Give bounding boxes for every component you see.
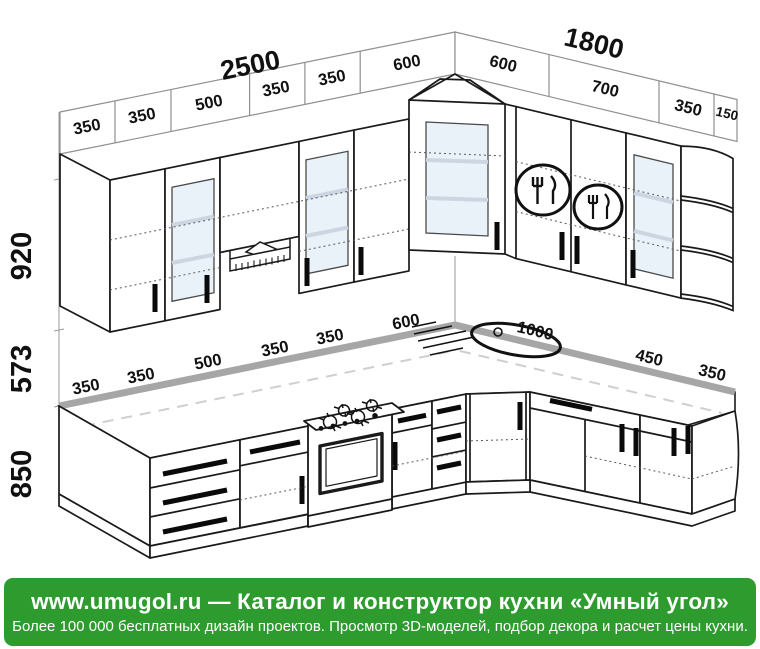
base-door-unit-right xyxy=(639,414,693,515)
banner-title[interactable]: www.umugol.ru — Каталог и конструктор ку… xyxy=(31,589,729,614)
dim-upper-left-2: 500 xyxy=(194,92,225,115)
corner-glass-pane xyxy=(425,121,489,237)
dim-upper-left-5: 600 xyxy=(392,52,423,75)
dim-height-gap: 573 xyxy=(6,345,38,393)
dim-counter-left-4: 350 xyxy=(315,326,346,349)
base-cabinets-corner-right xyxy=(465,391,740,527)
dim-counter-left-0: 350 xyxy=(71,376,102,399)
dim-upper-right-0: 600 xyxy=(488,52,519,76)
wall-door-handles-right xyxy=(559,232,636,278)
glass-shelf-strips-left xyxy=(171,187,349,265)
dim-upper-left-4: 350 xyxy=(317,67,348,90)
dim-upper-right-3: 150 xyxy=(714,104,739,124)
dim-upper-left-3: 350 xyxy=(261,78,292,101)
cutlery-plate-icon xyxy=(572,183,624,231)
corner-glass-shelf-strips xyxy=(425,158,489,202)
dim-counter-left-5: 600 xyxy=(391,311,422,334)
stove xyxy=(303,402,405,528)
wall-cabinets-left xyxy=(59,118,410,333)
glass-pane-right xyxy=(633,153,674,280)
dim-total-right: 1800 xyxy=(561,22,626,65)
shelf-dotted-lines-left xyxy=(109,178,410,291)
dim-counter-right-1: 450 xyxy=(634,346,665,370)
dim-counter-right-2: 350 xyxy=(697,361,728,385)
plinth xyxy=(465,479,531,495)
banner-subtitle: Более 100 000 бесплатных дизайн проектов… xyxy=(12,618,748,635)
plinth xyxy=(529,479,736,527)
dim-height-upper: 920 xyxy=(6,232,38,280)
stove-cooktop xyxy=(303,402,405,431)
wall-door-handles-left xyxy=(152,247,364,312)
cooker-hood-icon xyxy=(229,238,291,272)
cutlery-plate-icon xyxy=(514,163,572,217)
hob-burners-icon xyxy=(318,398,383,432)
dim-upper-left-1: 350 xyxy=(127,105,158,128)
kitchen-drawing-svg: 2500 1800 350 350 500 350 350 600 600 70… xyxy=(6,22,740,559)
dimension-labels-top: 2500 1800 350 350 500 350 350 600 600 70… xyxy=(72,22,740,139)
base-dotted-lines-right xyxy=(465,438,736,480)
dim-upper-left-0: 350 xyxy=(72,116,103,139)
wall-cabinet-hood xyxy=(219,140,300,254)
stove-knobs xyxy=(318,413,378,431)
dim-counter-left-3: 350 xyxy=(260,338,291,361)
backsplash xyxy=(58,321,736,410)
base-handles-left xyxy=(162,404,462,535)
wall-cabinet-side-panel xyxy=(59,153,111,333)
open-corner-shelves xyxy=(680,145,734,312)
base-dotted-lines-left xyxy=(239,450,467,501)
oven-window xyxy=(325,438,378,487)
dim-upper-right-2: 350 xyxy=(673,96,704,120)
base-handles-right xyxy=(517,398,691,456)
counter-dimension-labels: 350 350 500 350 350 600 1000 450 350 xyxy=(71,311,728,399)
base-end-unit xyxy=(691,410,740,515)
dim-upper-right-1: 700 xyxy=(590,77,621,101)
drainboard-lines xyxy=(411,321,475,356)
wall-cabinet-door xyxy=(353,118,410,283)
sink-icon xyxy=(411,321,562,359)
dim-counter-left-2: 500 xyxy=(193,351,224,374)
dim-counter-left-1: 350 xyxy=(126,365,157,388)
dim-height-base: 850 xyxy=(6,450,38,498)
dimension-band-right xyxy=(454,31,738,143)
height-dimension-labels: 920 573 850 xyxy=(6,232,38,498)
shelf-dotted-lines-right xyxy=(408,151,682,252)
glass-shelf-strips-right xyxy=(633,191,674,243)
countertop-dashed-lines xyxy=(83,350,723,427)
corner-cabinet-top-face xyxy=(408,73,506,105)
promo-banner[interactable]: www.umugol.ru — Каталог и конструктор ку… xyxy=(4,578,756,646)
